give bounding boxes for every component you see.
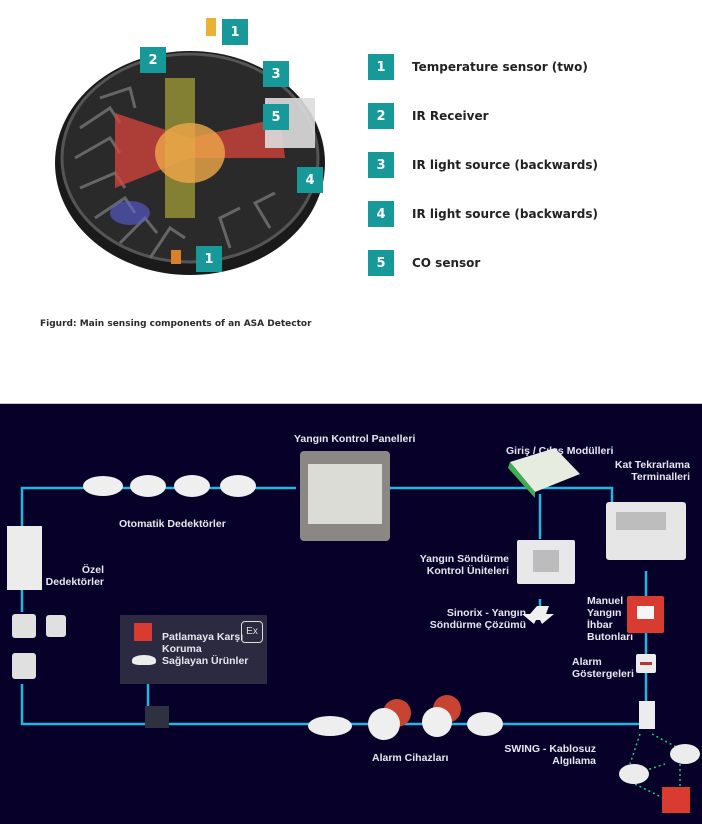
manual-call-label-3: İhbar xyxy=(587,619,613,631)
fire-system-diagram: Ex Patlamaya Karşı Koruma Sağlayan Ürünl… xyxy=(0,403,702,824)
legend-item: 4 IR light source (backwards) xyxy=(368,201,688,229)
floor-repeater-label-2: Terminalleri xyxy=(631,471,690,483)
legend-item: 2 IR Receiver xyxy=(368,103,688,131)
alarm-indicator-label-2: Göstergeleri xyxy=(572,668,634,680)
manual-call-label-4: Butonları xyxy=(587,631,634,643)
legend-label: CO sensor xyxy=(412,256,481,270)
manual-call-label-2: Yangın xyxy=(587,607,622,619)
legend-badge: 5 xyxy=(368,250,394,276)
detector-figure-section: 1 2 3 5 4 1 1 Temperature sensor (two) 2… xyxy=(0,0,702,403)
callout-badge: 1 xyxy=(222,19,248,45)
special-detectors-label-2: Dedektörler xyxy=(45,576,104,588)
figure-caption: Figurd: Main sensing components of an AS… xyxy=(40,319,312,329)
callout-badge: 2 xyxy=(140,47,166,73)
asa-detector-image xyxy=(55,18,325,275)
floor-repeater-label-1: Kat Tekrarlama xyxy=(614,459,690,471)
callout-badge: 5 xyxy=(263,104,289,130)
io-modules-label: Giriş / Çıkış Modülleri xyxy=(506,445,614,457)
ex-products-box: Ex Patlamaya Karşı Koruma Sağlayan Ürünl… xyxy=(120,615,267,684)
callout-badge: 1 xyxy=(196,246,222,272)
special-detectors-label-1: Özel xyxy=(81,564,104,576)
control-panels-label: Yangın Kontrol Panelleri xyxy=(294,433,416,445)
ex-label-line1: Patlamaya Karşı xyxy=(162,631,244,643)
swing-label-2: Algılama xyxy=(552,755,596,767)
legend-label: IR Receiver xyxy=(412,109,489,123)
legend-label: Temperature sensor (two) xyxy=(412,60,588,74)
alarm-indicator-label-1: Alarm xyxy=(572,656,602,668)
legend-item: 1 Temperature sensor (two) xyxy=(368,54,688,82)
legend-item: 3 IR light source (backwards) xyxy=(368,152,688,180)
extinguish-control-label-1: Yangın Söndürme xyxy=(419,553,509,565)
ex-label-line3: Sağlayan Ürünler xyxy=(162,655,249,667)
legend-item: 5 CO sensor xyxy=(368,250,688,278)
sinorix-label-1: Sinorix - Yangın xyxy=(446,607,526,619)
callout-badge: 4 xyxy=(297,167,323,193)
detector-icon xyxy=(132,655,156,665)
call-point-icon xyxy=(134,623,152,641)
legend-badge: 2 xyxy=(368,103,394,129)
manual-call-label-1: Manuel xyxy=(587,595,624,607)
callout-badge: 3 xyxy=(263,61,289,87)
legend-label: IR light source (backwards) xyxy=(412,158,599,172)
legend-label: IR light source (backwards) xyxy=(412,207,599,221)
legend-badge: 3 xyxy=(368,152,394,178)
legend-badge: 4 xyxy=(368,201,394,227)
swing-label-1: SWING - Kablosuz xyxy=(504,743,596,755)
alarm-devices-label: Alarm Cihazları xyxy=(372,752,449,764)
auto-detectors-label: Otomatik Dedektörler xyxy=(119,518,226,530)
network-lines xyxy=(7,448,700,813)
sinorix-label-2: Söndürme Çözümü xyxy=(429,619,526,631)
extinguish-control-label-2: Kontrol Üniteleri xyxy=(426,565,509,577)
legend-badge: 1 xyxy=(368,54,394,80)
ex-label-line2: Koruma xyxy=(162,643,202,655)
ex-symbol-icon: Ex xyxy=(241,621,263,643)
